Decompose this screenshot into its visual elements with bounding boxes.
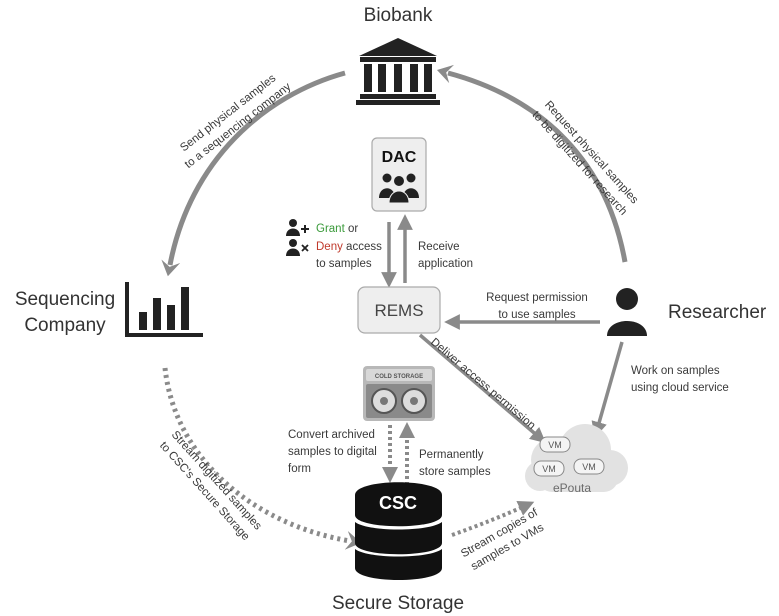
request-digitize-line2: to be digitized for research <box>529 109 629 218</box>
epouta-label: ePouta <box>553 481 591 495</box>
database-icon <box>355 482 442 580</box>
rems-box <box>357 286 441 334</box>
group-icon <box>379 173 419 204</box>
cold-storage-label: COLD STORAGE <box>375 374 423 380</box>
receive-line1: Receive <box>418 241 460 253</box>
access-word: access <box>343 241 382 253</box>
person-icon <box>607 288 647 336</box>
deliver-access-text: Deliver access permission <box>428 336 537 432</box>
convert-line1: Convert archived <box>288 429 375 441</box>
arrow-storage-to-epouta <box>451 501 535 537</box>
vm-badge-label: VM <box>548 440 562 450</box>
biobank-label: Biobank <box>364 5 433 26</box>
deny-word: Deny <box>316 241 343 253</box>
send-line2: to a sequencing company <box>183 81 294 171</box>
request-permission-line2: to use samples <box>498 309 576 321</box>
grant-word: Grant <box>316 223 346 235</box>
arrow-rems-to-epouta <box>418 333 546 444</box>
user-x-icon <box>286 239 309 256</box>
vm-badge <box>533 460 565 477</box>
vm-badge <box>539 436 571 453</box>
vm-badge-label: VM <box>582 462 596 472</box>
stream-digitized-line1: Stream digitized samples <box>169 429 264 533</box>
user-plus-icon <box>286 219 309 236</box>
to-samples-text: to samples <box>316 258 372 270</box>
csc-label: CSC <box>379 493 417 513</box>
bank-icon <box>356 38 440 105</box>
arrow-researcher-to-biobank <box>436 64 628 263</box>
convert-line2: samples to digital <box>288 446 377 458</box>
vm-badges: VM VM VM <box>533 436 605 477</box>
receive-line2: application <box>418 258 473 270</box>
sequencing-label-line2: Company <box>24 315 106 336</box>
rems-label: REMS <box>374 301 423 320</box>
request-permission-line1: Request permission <box>486 292 588 304</box>
secure-storage-label: Secure Storage <box>332 593 464 614</box>
arrow-sequencing-to-storage <box>162 367 362 550</box>
arrow-researcher-to-epouta <box>591 341 624 438</box>
bar-chart-icon <box>125 282 203 337</box>
researcher-label: Researcher <box>668 302 767 323</box>
request-digitize-line1: Request physical samples <box>542 99 640 206</box>
arrow-biobank-to-sequencing <box>161 70 346 277</box>
grant-deny-line1: Grant or <box>316 223 358 235</box>
permanently-line1: Permanently <box>419 449 484 461</box>
permanently-line2: store samples <box>419 466 491 478</box>
sequencing-label-line1: Sequencing <box>15 289 115 310</box>
dac-label: DAC <box>382 149 417 166</box>
convert-line3: form <box>288 463 311 475</box>
or-word: or <box>345 223 359 235</box>
vm-badge <box>573 458 605 475</box>
tape-icon: COLD STORAGE <box>363 366 435 421</box>
work-line2: using cloud service <box>631 382 729 394</box>
vm-badge-label: VM <box>542 464 556 474</box>
work-line1: Work on samples <box>631 365 720 377</box>
grant-deny-line2: Deny access <box>316 241 382 253</box>
